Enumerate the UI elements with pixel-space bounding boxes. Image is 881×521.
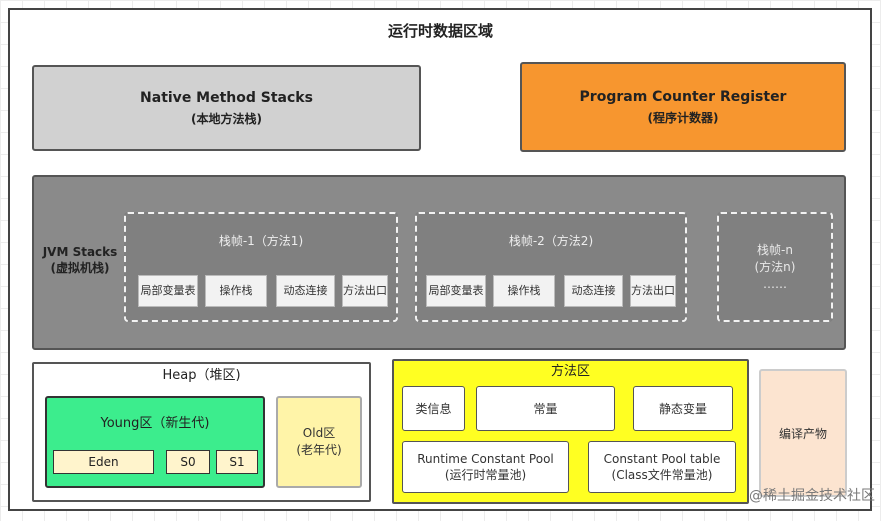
runtime-constant-pool-title: Runtime Constant Pool [417, 452, 554, 466]
survivor-s1: S1 [216, 450, 258, 474]
compiled-artifacts-box: 编译产物 [759, 369, 847, 497]
frame-2-dynamic-link: 动态连接 [564, 275, 623, 307]
native-method-stacks-subtitle: (本地方法栈) [191, 111, 262, 126]
young-generation-box [45, 396, 265, 488]
stack-frame-1-title: 栈帧-1（方法1) [218, 234, 304, 248]
heap-title: Heap（堆区) [162, 368, 241, 383]
diagram-title: 运行时数据区域 [387, 22, 493, 40]
program-counter-register-box: Program Counter Register (程序计数器) [520, 62, 846, 152]
frame-2-method-exit: 方法出口 [630, 275, 676, 307]
frame-2-local-vars: 局部变量表 [426, 275, 486, 307]
watermark: @稀土掘金技术社区 [749, 488, 875, 504]
native-method-stacks-box: Native Method Stacks (本地方法栈) [32, 65, 421, 151]
constant-pool-table-subtitle: (Class文件常量池) [611, 468, 713, 482]
class-info-box: 类信息 [402, 386, 465, 431]
program-counter-register-subtitle: (程序计数器) [647, 110, 719, 125]
stack-frame-n-ellipsis: …… [763, 276, 787, 291]
static-variables-box: 静态变量 [633, 386, 733, 431]
frame-1-method-exit: 方法出口 [342, 275, 388, 307]
old-generation-title: Old区 [302, 426, 336, 440]
stack-frame-2-title: 栈帧-2（方法2) [508, 234, 594, 248]
jvm-stacks-title: JVM Stacks [42, 245, 118, 259]
constant-pool-table-box: Constant Pool table (Class文件常量池) [588, 441, 736, 493]
frame-1-local-vars: 局部变量表 [138, 275, 198, 307]
jvm-stacks-subtitle: (虚拟机栈) [50, 261, 110, 275]
young-generation-title: Young区（新生代) [100, 416, 210, 431]
method-area-title: 方法区 [550, 364, 590, 379]
stack-frame-n-subtitle: (方法n) [754, 259, 796, 274]
constant-box: 常量 [476, 386, 615, 431]
frame-1-dynamic-link: 动态连接 [276, 275, 335, 307]
survivor-s0: S0 [166, 450, 210, 474]
runtime-constant-pool-box: Runtime Constant Pool (运行时常量池) [402, 441, 569, 493]
old-generation-box: Old区 (老年代) [276, 396, 362, 488]
stack-frame-n: 栈帧-n (方法n) …… [717, 212, 833, 322]
frame-2-operand-stack: 操作栈 [493, 275, 555, 307]
program-counter-register-title: Program Counter Register [579, 88, 787, 105]
runtime-constant-pool-subtitle: (运行时常量池) [444, 468, 527, 482]
old-generation-subtitle: (老年代) [296, 443, 342, 457]
constant-pool-table-title: Constant Pool table [603, 452, 721, 466]
frame-1-operand-stack: 操作栈 [205, 275, 267, 307]
native-method-stacks-title: Native Method Stacks [140, 89, 313, 106]
stack-frame-n-title: 栈帧-n [757, 242, 793, 257]
eden-space: Eden [53, 450, 154, 474]
jvm-stacks-label: JVM Stacks (虚拟机栈) [38, 244, 122, 276]
